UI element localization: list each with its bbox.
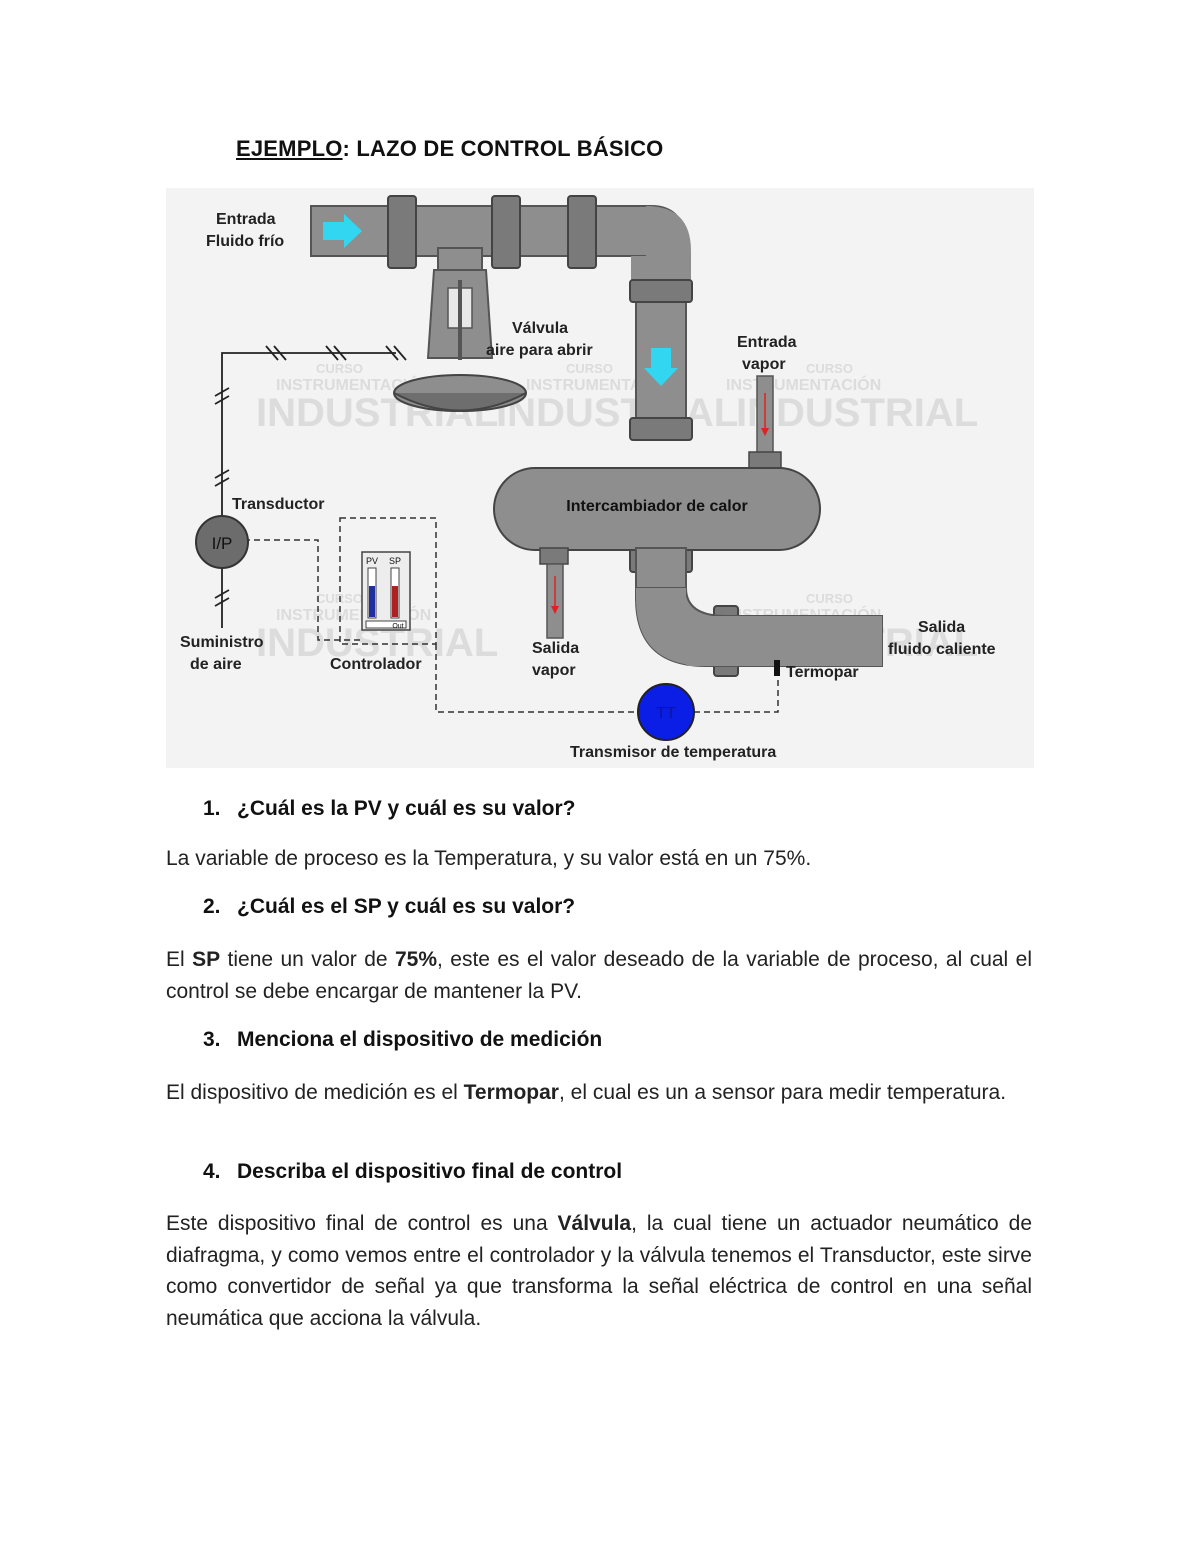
label-transductor: Transductor <box>232 496 324 513</box>
question-1: 1.¿Cuál es la PV y cuál es su valor? <box>203 797 576 820</box>
svg-text:CURSO: CURSO <box>806 591 853 606</box>
title-underlined: EJEMPLO <box>236 136 343 161</box>
question-4: 4.Describa el dispositivo final de contr… <box>203 1160 623 1183</box>
electric-signal-lines <box>244 517 779 713</box>
answer-4: Este dispositivo final de control es una… <box>166 1212 1032 1330</box>
label-transmisor: Transmisor de temperatura <box>570 744 776 761</box>
svg-text:SP: SP <box>389 556 401 566</box>
heat-exchanger: Intercambiador de calor <box>493 467 821 551</box>
label-vapor: vapor <box>742 356 786 373</box>
svg-text:INDUSTRIAL: INDUSTRIAL <box>496 391 738 435</box>
outlet-pipe <box>635 547 883 667</box>
heat-exchanger-label: Intercambiador de calor <box>566 498 747 515</box>
thermocouple <box>774 660 780 676</box>
controller: PV SP Out <box>361 551 411 631</box>
label-fluido-caliente: fluido caliente <box>888 641 996 658</box>
steam-outlet <box>539 547 569 639</box>
question-3: 3.Menciona el dispositivo de medición <box>203 1028 603 1051</box>
label-entrada-fluido: Entrada <box>216 211 276 228</box>
label-suministro: Suministro <box>180 634 264 651</box>
ip-transducer <box>195 515 249 569</box>
label-salida-vapor: Salida <box>532 640 579 657</box>
svg-text:INDUSTRIAL: INDUSTRIAL <box>736 391 978 435</box>
pneumatic-line <box>214 345 407 628</box>
ip-label: I/P <box>212 534 233 553</box>
svg-text:PV: PV <box>366 556 378 566</box>
answer-3: El dispositivo de medición es el Termopa… <box>166 1081 1007 1104</box>
title-rest: : LAZO DE CONTROL BÁSICO <box>342 136 664 161</box>
label-de-aire: de aire <box>190 656 242 673</box>
label-termopar: Termopar <box>786 664 859 681</box>
label-controlador: Controlador <box>330 656 422 673</box>
svg-text:Out: Out <box>392 623 403 630</box>
valve <box>393 247 527 412</box>
svg-text:CURSO: CURSO <box>806 361 853 376</box>
answer-2: El SP tiene un valor de 75%, este es el … <box>166 948 1032 1003</box>
label-salida-vapor-sub: vapor <box>532 662 576 679</box>
label-valvula: Válvula <box>512 320 568 337</box>
steam-inlet <box>748 375 782 469</box>
svg-text:CURSO: CURSO <box>316 361 363 376</box>
answer-1: La variable de proceso es la Temperatura… <box>166 847 812 870</box>
control-loop-diagram: CURSO INSTRUMENTACIÓN INDUSTRIAL CURSO I… <box>166 188 1034 768</box>
temperature-transmitter <box>637 683 695 741</box>
label-entrada-vapor: Entrada <box>737 334 797 351</box>
question-2: 2.¿Cuál es el SP y cuál es su valor? <box>203 895 576 918</box>
label-salida-fluido: Salida <box>918 619 965 636</box>
svg-text:INSTRUMENTACIÓN: INSTRUMENTACIÓN <box>276 375 431 394</box>
tt-label: TT <box>656 705 676 722</box>
svg-text:CURSO: CURSO <box>566 361 613 376</box>
label-valvula-sub: aire para abrir <box>486 342 593 359</box>
page-title: EJEMPLO: LAZO DE CONTROL BÁSICO <box>236 136 664 162</box>
label-fluido-frio: Fluido frío <box>206 233 284 250</box>
